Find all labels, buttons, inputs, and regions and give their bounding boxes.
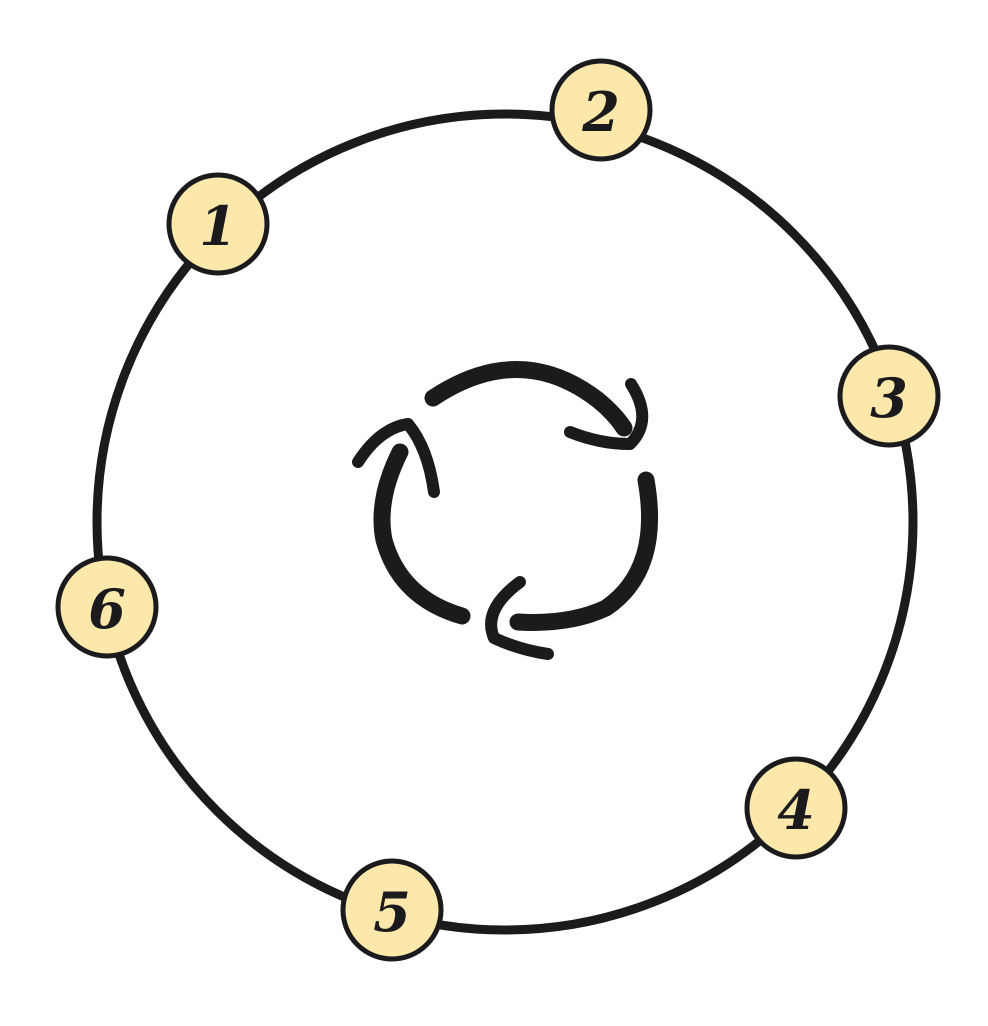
- node-6-circle: [55, 555, 159, 659]
- node-6: 6: [55, 555, 159, 659]
- node-5: 5: [340, 858, 444, 962]
- node-4: 4: [744, 756, 848, 860]
- node-4-circle: [744, 756, 848, 860]
- node-3: 3: [837, 344, 941, 448]
- cycle-arrow-right-head: [485, 576, 554, 660]
- node-6-label: 6: [88, 577, 126, 641]
- cycle-ring: [92, 109, 918, 935]
- cycle-arrows-icon: [352, 361, 659, 660]
- node-5-circle: [340, 858, 444, 962]
- node-1-label: 1: [199, 194, 237, 258]
- node-2-label: 2: [581, 80, 620, 144]
- cycle-arrow-left: [373, 443, 471, 625]
- node-3-circle: [837, 344, 941, 448]
- cycle-arrow-top-head: [564, 378, 649, 450]
- cycle-arrow-right: [509, 471, 659, 631]
- cycle-arrow-left-head: [352, 418, 440, 498]
- node-5-label: 5: [373, 880, 411, 944]
- node-4-label: 4: [777, 778, 815, 842]
- node-2: 2: [549, 58, 653, 162]
- node-group: 1 2 3 4 5 6: [55, 58, 941, 962]
- node-2-circle: [549, 58, 653, 162]
- cycle-arrow-top: [424, 361, 633, 437]
- node-1: 1: [166, 172, 270, 276]
- node-3-label: 3: [870, 366, 908, 430]
- node-1-circle: [166, 172, 270, 276]
